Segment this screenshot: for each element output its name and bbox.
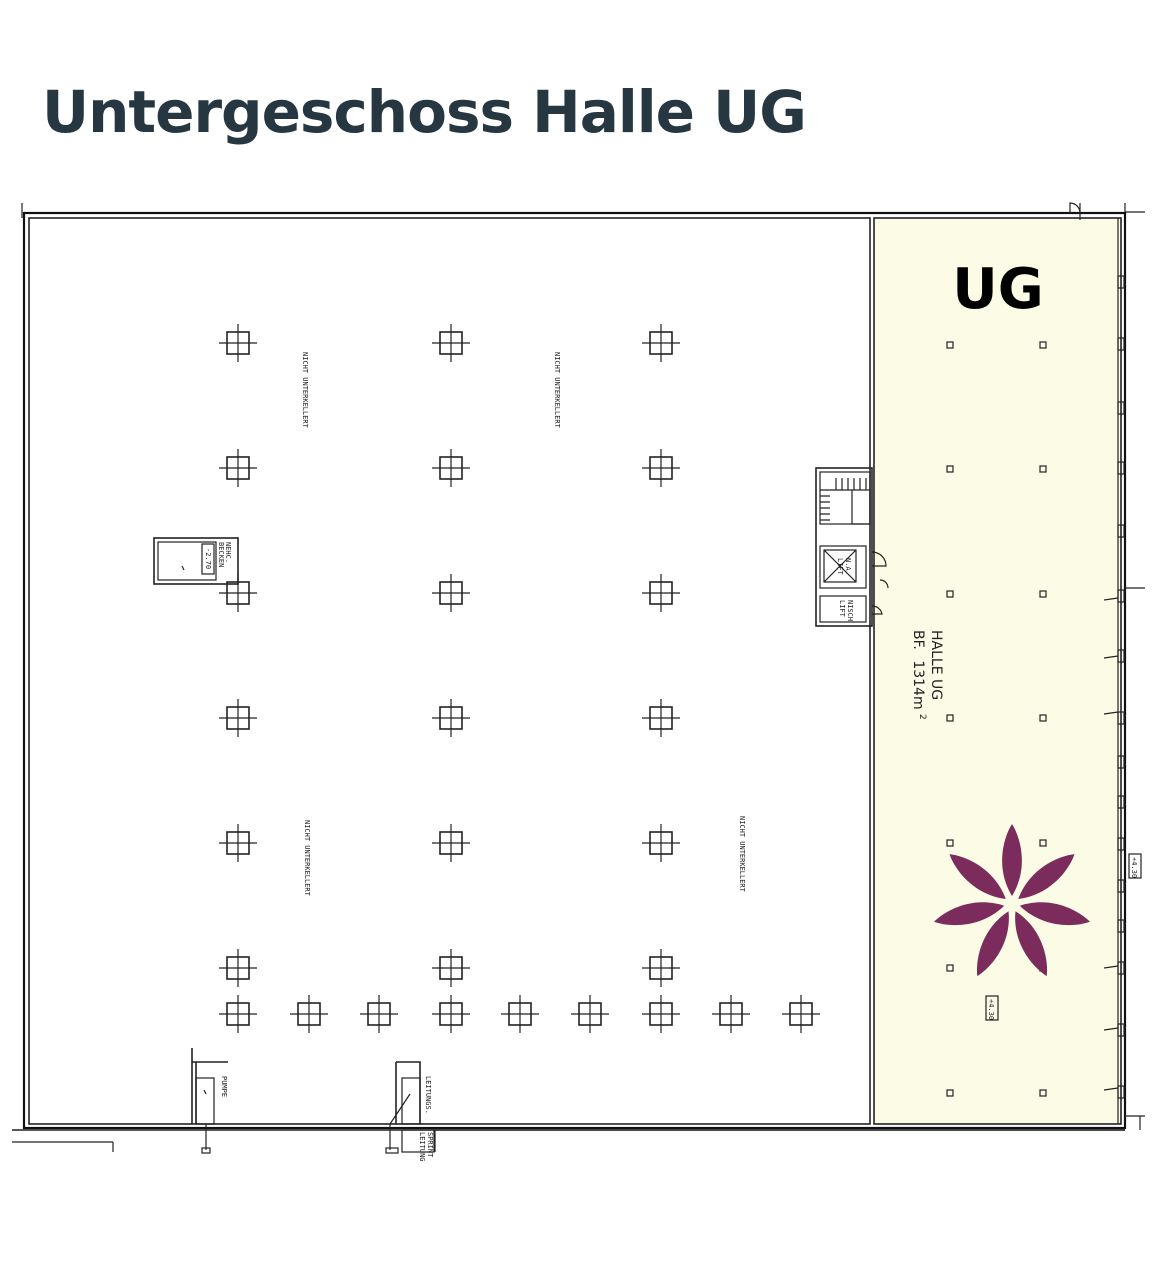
pump-pit: NEHC. BECKEN -2.70	[153, 537, 239, 585]
building-outer-wall	[22, 211, 1127, 1130]
column-cross	[642, 449, 680, 487]
flower-petal	[949, 854, 1006, 900]
flower-petal	[1019, 902, 1090, 926]
column-cross	[432, 574, 470, 612]
flower-petal	[1018, 854, 1075, 900]
svg-text:+4.30: +4.30	[987, 999, 995, 1020]
lift-nische-label: LIFT	[838, 600, 846, 618]
flower-petal	[976, 911, 1009, 977]
hall-name: HALLE UG	[928, 630, 944, 700]
hall-ug-area	[873, 217, 1122, 1125]
sprint-label: SPRINT	[426, 1132, 434, 1158]
column-cross	[642, 574, 680, 612]
svg-text:+4.30: +4.30	[1130, 857, 1138, 878]
page-title: Untergeschoss Halle UG	[42, 78, 807, 146]
column-cross	[219, 949, 257, 987]
column-cross	[290, 995, 328, 1033]
column-cross	[571, 995, 609, 1033]
leitung-label: LEITUNGS.	[424, 1076, 432, 1114]
hall-columns	[946, 341, 1047, 1097]
note-nicht-unterkellert: NICHT UNTERKELLERT	[303, 820, 311, 897]
hall-label: HALLE UG BF. 1314m 2	[910, 630, 944, 720]
shaft-left: PUMPE	[191, 1048, 228, 1154]
column-cross	[432, 824, 470, 862]
note-nicht-unterkellert: NICHT UNTERKELLERT	[738, 816, 746, 893]
flower-logo-icon	[934, 824, 1090, 977]
column-cross	[782, 995, 820, 1033]
column-cross	[219, 699, 257, 737]
column-cross	[712, 995, 750, 1033]
door-swing	[1069, 202, 1081, 214]
flower-petal	[1002, 824, 1022, 896]
column-cross	[219, 324, 257, 362]
column-cross	[642, 699, 680, 737]
column-cross	[432, 324, 470, 362]
leitung2-label: LEITUNG	[418, 1132, 426, 1162]
lift-label: LIFT	[836, 558, 844, 576]
flower-petal	[1015, 911, 1048, 977]
column-cross	[642, 949, 680, 987]
column-cross	[432, 449, 470, 487]
window-markers	[1103, 275, 1125, 1099]
column-cross	[642, 995, 680, 1033]
column-cross	[219, 574, 257, 612]
column-cross	[432, 995, 470, 1033]
hall-area: BF. 1314m 2	[910, 630, 927, 720]
shaft-right: LEITUNGS. SPRINT LEITUNG	[385, 1061, 435, 1162]
column-cross	[219, 449, 257, 487]
pit-label-2: BECKEN	[217, 542, 225, 567]
lift-number: N.A.	[844, 558, 852, 575]
flower-petal	[934, 902, 1005, 926]
pit-label: NEHC.	[224, 542, 232, 563]
column-cross	[432, 699, 470, 737]
column-cross	[642, 324, 680, 362]
column-cross	[501, 995, 539, 1033]
note-nicht-unterkellert: NICHT UNTERKELLERT	[301, 352, 309, 429]
column-cross	[432, 949, 470, 987]
pit-level: -2.70	[204, 548, 212, 569]
column-cross	[360, 995, 398, 1033]
note-nicht-unterkellert: NICHT UNTERKELLERT	[553, 352, 561, 429]
left-area-wall	[28, 217, 871, 1125]
pump-label: PUMPE	[220, 1076, 228, 1097]
level-marker-right: +4.30	[1128, 853, 1142, 879]
column-cross	[219, 995, 257, 1033]
column-cross	[642, 824, 680, 862]
column-cross	[219, 824, 257, 862]
level-marker-center: +4.30	[985, 995, 999, 1021]
hall-badge: UG	[952, 257, 1043, 322]
column-grid	[219, 324, 820, 1033]
lift-nische-label-2: NISCH	[846, 600, 854, 621]
stair-core: LIFT N.A. LIFT NISCH	[815, 467, 889, 627]
